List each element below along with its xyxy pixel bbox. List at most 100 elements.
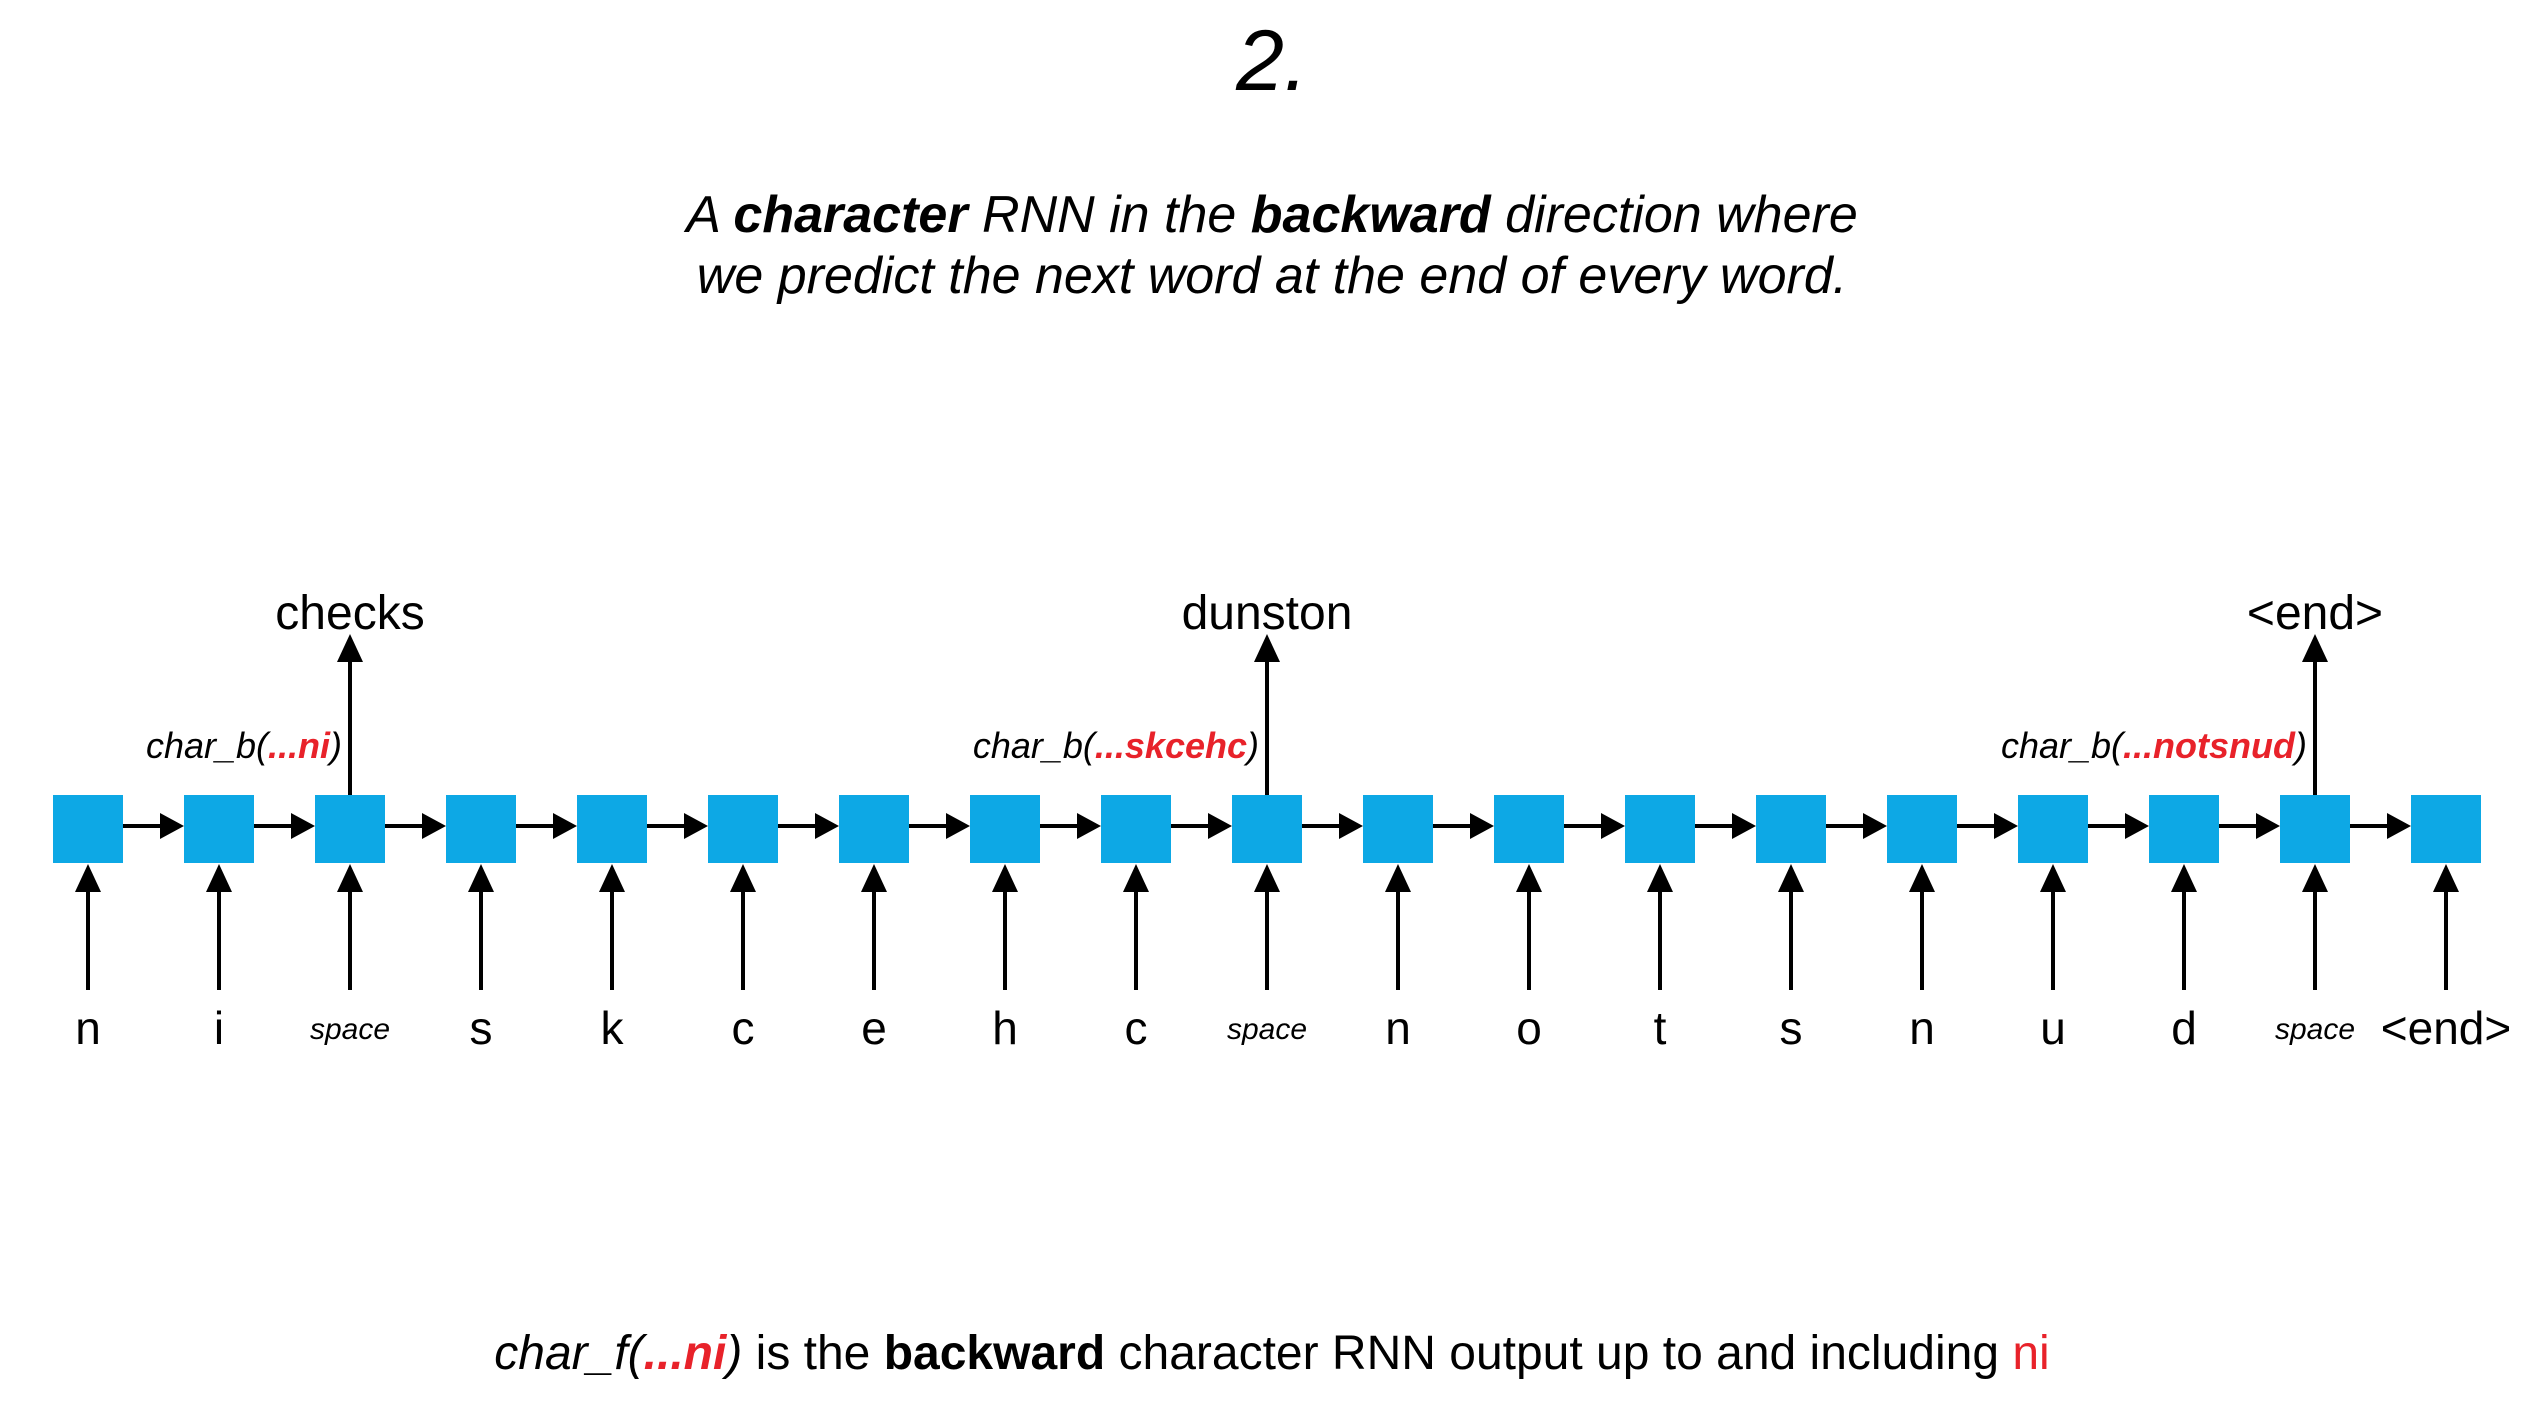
char-b-prefix-1: char_b( <box>972 725 1095 766</box>
input-token-label-15: u <box>2040 1002 2066 1054</box>
slide-subtitle: A character RNN in the backward directio… <box>0 185 2544 308</box>
input-arrow-8 <box>1123 864 1149 990</box>
input-token-label-4: k <box>600 1002 624 1054</box>
input-arrow-11 <box>1516 864 1542 990</box>
cell-connector-arrow-7 <box>1040 813 1101 839</box>
caption-mid-1: is the <box>742 1327 884 1380</box>
input-arrow-4 <box>599 864 625 990</box>
subtitle-emphasis-character: character <box>733 186 968 244</box>
cell-connector-arrow-5 <box>778 813 839 839</box>
cell-connector-arrow-14 <box>1957 813 2018 839</box>
input-token-label-12: t <box>1653 1002 1667 1054</box>
input-token-label-1: i <box>213 1002 225 1054</box>
char-b-prefix-0: char_b( <box>145 725 268 766</box>
subtitle-text-post: direction where <box>1490 186 1858 244</box>
input-arrow-2 <box>337 864 363 990</box>
char-b-suffix-2: ) <box>2295 725 2307 766</box>
input-arrow-10 <box>1385 864 1411 990</box>
cell-connector-arrow-6 <box>909 813 970 839</box>
input-token-label-13: s <box>1779 1002 1803 1054</box>
rnn-cell-4 <box>577 795 647 863</box>
page-title: 2. <box>1236 13 1308 109</box>
input-arrow-13 <box>1778 864 1804 990</box>
input-arrow-1 <box>206 864 232 990</box>
input-arrow-9 <box>1254 864 1280 990</box>
cell-connector-arrow-10 <box>1433 813 1494 839</box>
char-b-red-0: ...ni <box>268 725 330 766</box>
rnn-cell-14 <box>1887 795 1957 863</box>
input-arrow-18 <box>2433 864 2459 990</box>
subtitle-line-2: we predict the next word at the end of e… <box>696 247 1848 306</box>
output-arrow-0 <box>337 634 363 795</box>
caption-fn-suffix: ) <box>726 1327 743 1380</box>
input-token-label-17: space <box>2274 1013 2356 1046</box>
input-token-label-9: space <box>1226 1013 1308 1046</box>
rnn-cell-16 <box>2149 795 2219 863</box>
subtitle-emphasis-backward: backward <box>1250 186 1491 244</box>
rnn-cell-12 <box>1625 795 1695 863</box>
rnn-cell-8 <box>1101 795 1171 863</box>
rnn-cell-9 <box>1232 795 1302 863</box>
cell-connector-arrow-2 <box>385 813 446 839</box>
input-token-label-11: o <box>1516 1002 1542 1054</box>
input-token-label-10: n <box>1385 1002 1411 1054</box>
caption-fn-red: ...ni <box>643 1327 727 1380</box>
rnn-cell-15 <box>2018 795 2088 863</box>
input-arrow-7 <box>992 864 1018 990</box>
rnn-cell-18 <box>2411 795 2481 863</box>
input-token-label-14: n <box>1909 1002 1935 1054</box>
input-arrow-14 <box>1909 864 1935 990</box>
rnn-cell-6 <box>839 795 909 863</box>
output-word-label-0: checks <box>275 587 425 640</box>
input-arrow-3 <box>468 864 494 990</box>
input-arrow-15 <box>2040 864 2066 990</box>
cell-connector-arrow-17 <box>2350 813 2411 839</box>
rnn-cell-17 <box>2280 795 2350 863</box>
rnn-cell-1 <box>184 795 254 863</box>
input-arrow-0 <box>75 864 101 990</box>
cell-connector-arrow-8 <box>1171 813 1232 839</box>
output-arrow-2 <box>2302 634 2328 795</box>
input-token-label-3: s <box>469 1002 493 1054</box>
rnn-cell-3 <box>446 795 516 863</box>
char-b-red-1: ...skcehc <box>1094 725 1247 766</box>
output-word-label-1: dunston <box>1181 587 1353 640</box>
cell-connector-arrow-4 <box>647 813 708 839</box>
char-b-suffix-0: ) <box>330 725 342 766</box>
rnn-cell-11 <box>1494 795 1564 863</box>
input-token-label-18: <end> <box>2380 1002 2512 1054</box>
rnn-cell-10 <box>1363 795 1433 863</box>
cell-connector-arrow-16 <box>2219 813 2280 839</box>
caption-fn-prefix: char_f( <box>494 1327 644 1380</box>
input-arrow-6 <box>861 864 887 990</box>
rnn-cell-5 <box>708 795 778 863</box>
cell-connector-arrow-9 <box>1302 813 1363 839</box>
cell-connector-arrow-12 <box>1695 813 1756 839</box>
subtitle-text-mid: RNN in the <box>967 186 1251 244</box>
cell-connector-arrow-15 <box>2088 813 2149 839</box>
char-b-annotation-0: char_b(...ni) <box>146 728 342 764</box>
cell-connector-arrow-0 <box>123 813 184 839</box>
caption-mid-2: character RNN output up to and including <box>1105 1327 2013 1380</box>
output-word-label-2: <end> <box>2246 587 2384 640</box>
caption-red-tail: ni <box>2012 1327 2050 1380</box>
input-token-label-0: n <box>75 1002 101 1054</box>
cell-connector-arrow-1 <box>254 813 315 839</box>
input-token-label-2: space <box>309 1013 391 1046</box>
input-token-label-7: h <box>992 1002 1018 1054</box>
char-b-red-2: ...notsnud <box>2123 725 2295 766</box>
input-arrow-16 <box>2171 864 2197 990</box>
cell-connector-arrow-3 <box>516 813 577 839</box>
char-b-annotation-2: char_b(...notsnud) <box>2001 728 2307 764</box>
char-b-suffix-1: ) <box>1247 725 1259 766</box>
char-b-prefix-2: char_b( <box>2000 725 2124 766</box>
rnn-cell-0 <box>53 795 123 863</box>
cell-connector-arrow-11 <box>1564 813 1625 839</box>
rnn-cell-7 <box>970 795 1040 863</box>
input-token-label-16: d <box>2171 1002 2197 1054</box>
rnn-cell-2 <box>315 795 385 863</box>
input-arrow-5 <box>730 864 756 990</box>
input-token-label-5: c <box>731 1002 755 1054</box>
input-token-label-8: c <box>1124 1002 1148 1054</box>
